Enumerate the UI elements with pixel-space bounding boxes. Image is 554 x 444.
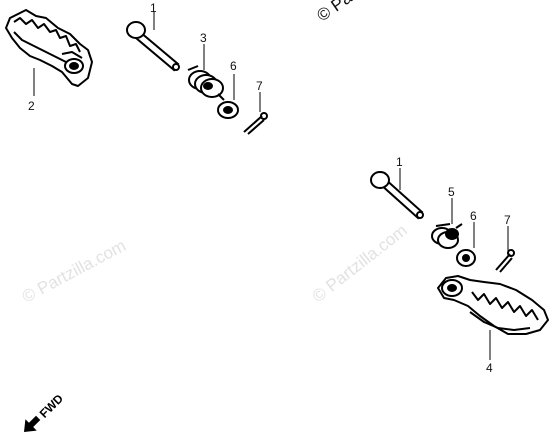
callout-left-washer: 6	[230, 59, 237, 73]
right-spring	[431, 223, 463, 249]
right-clevis-pin	[370, 171, 424, 220]
watermark-center-right: © Partzilla.com	[309, 221, 411, 307]
left-washer	[217, 101, 239, 119]
callout-right-washer: 6	[470, 209, 477, 223]
watermark-center-left: © Partzilla.com	[19, 236, 129, 307]
left-spring	[187, 65, 225, 101]
left-clevis-pin	[126, 21, 180, 72]
fwd-label: FWD	[37, 391, 66, 420]
callout-right-cotter: 7	[504, 213, 511, 227]
callout-left-pin: 1	[150, 1, 157, 15]
watermark-top: © Pa	[313, 0, 356, 25]
callout-right-pin: 1	[396, 155, 403, 169]
callout-left-cotter: 7	[256, 79, 263, 93]
callout-right-spring: 5	[448, 185, 455, 199]
right-footpeg	[437, 275, 549, 335]
callout-right-peg: 4	[486, 361, 493, 375]
right-cotter-pin	[495, 249, 515, 273]
right-washer	[456, 249, 476, 267]
callout-left-spring: 3	[200, 31, 207, 45]
callout-left-peg: 2	[28, 99, 35, 113]
left-cotter-pin	[243, 112, 268, 135]
left-footpeg	[5, 9, 93, 87]
fwd-arrow-icon: FWD	[24, 391, 66, 432]
